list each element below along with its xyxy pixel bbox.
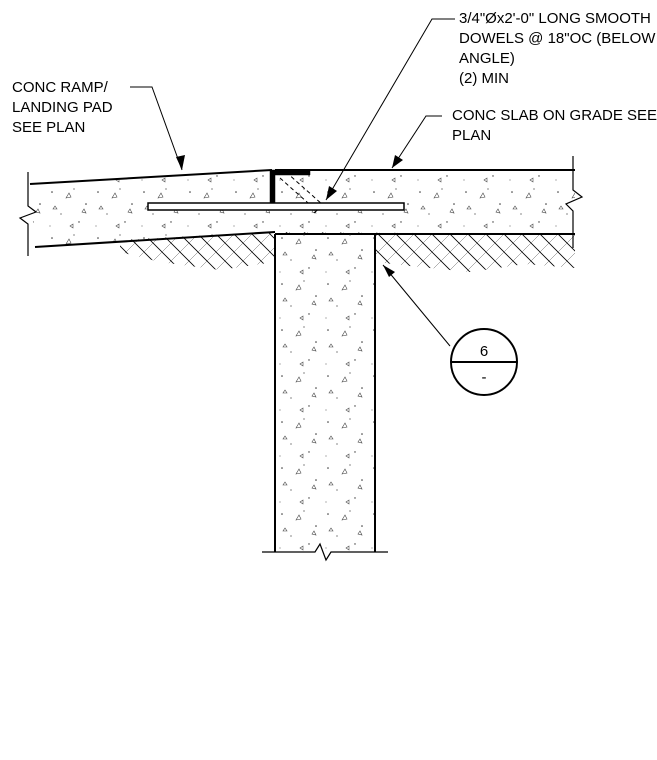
ramp-bottom-edge: [34, 231, 276, 248]
dowel-note-line-2: DOWELS @ 18"OC (BELOW: [459, 30, 656, 47]
section-detail-number: 6: [480, 343, 488, 360]
slab-break-line: [564, 156, 584, 248]
slab-note-line-2: PLAN: [452, 127, 492, 144]
wall-break-line: [262, 542, 388, 562]
section-marker[interactable]: 6 -: [450, 328, 518, 396]
dowel-note-line-3: ANGLE): [459, 50, 515, 67]
concrete-slab: [275, 170, 575, 234]
dowel-note-line-1: 3/4"Øx2'-0" LONG SMOOTH: [459, 10, 651, 27]
slab-note-leader: [391, 115, 442, 169]
section-sheet-number: -: [482, 369, 487, 386]
dowel-note: 3/4"Øx2'-0" LONG SMOOTH DOWELS @ 18"OC (…: [459, 9, 655, 89]
ramp-break-line: [18, 172, 38, 256]
ramp-note-leader: [130, 86, 185, 171]
ramp-note: CONC RAMP/ LANDING PAD SEE PLAN: [12, 78, 113, 138]
foundation-wall: [275, 234, 375, 552]
section-marker-leader: [382, 264, 451, 347]
dowel-note-leader: [325, 18, 455, 201]
ramp-note-line-1: CONC RAMP/: [12, 79, 108, 96]
ramp-note-line-2: LANDING PAD: [12, 99, 113, 116]
smooth-dowel: [147, 202, 405, 211]
dowel-note-line-4: (2) MIN: [459, 70, 509, 87]
earth-hatch: [120, 232, 575, 272]
ramp-top-edge: [29, 169, 273, 185]
slab-note-line-1: CONC SLAB ON GRADE SEE: [452, 107, 657, 124]
slab-note: CONC SLAB ON GRADE SEE PLAN: [452, 106, 657, 146]
ramp-note-line-3: SEE PLAN: [12, 119, 86, 136]
